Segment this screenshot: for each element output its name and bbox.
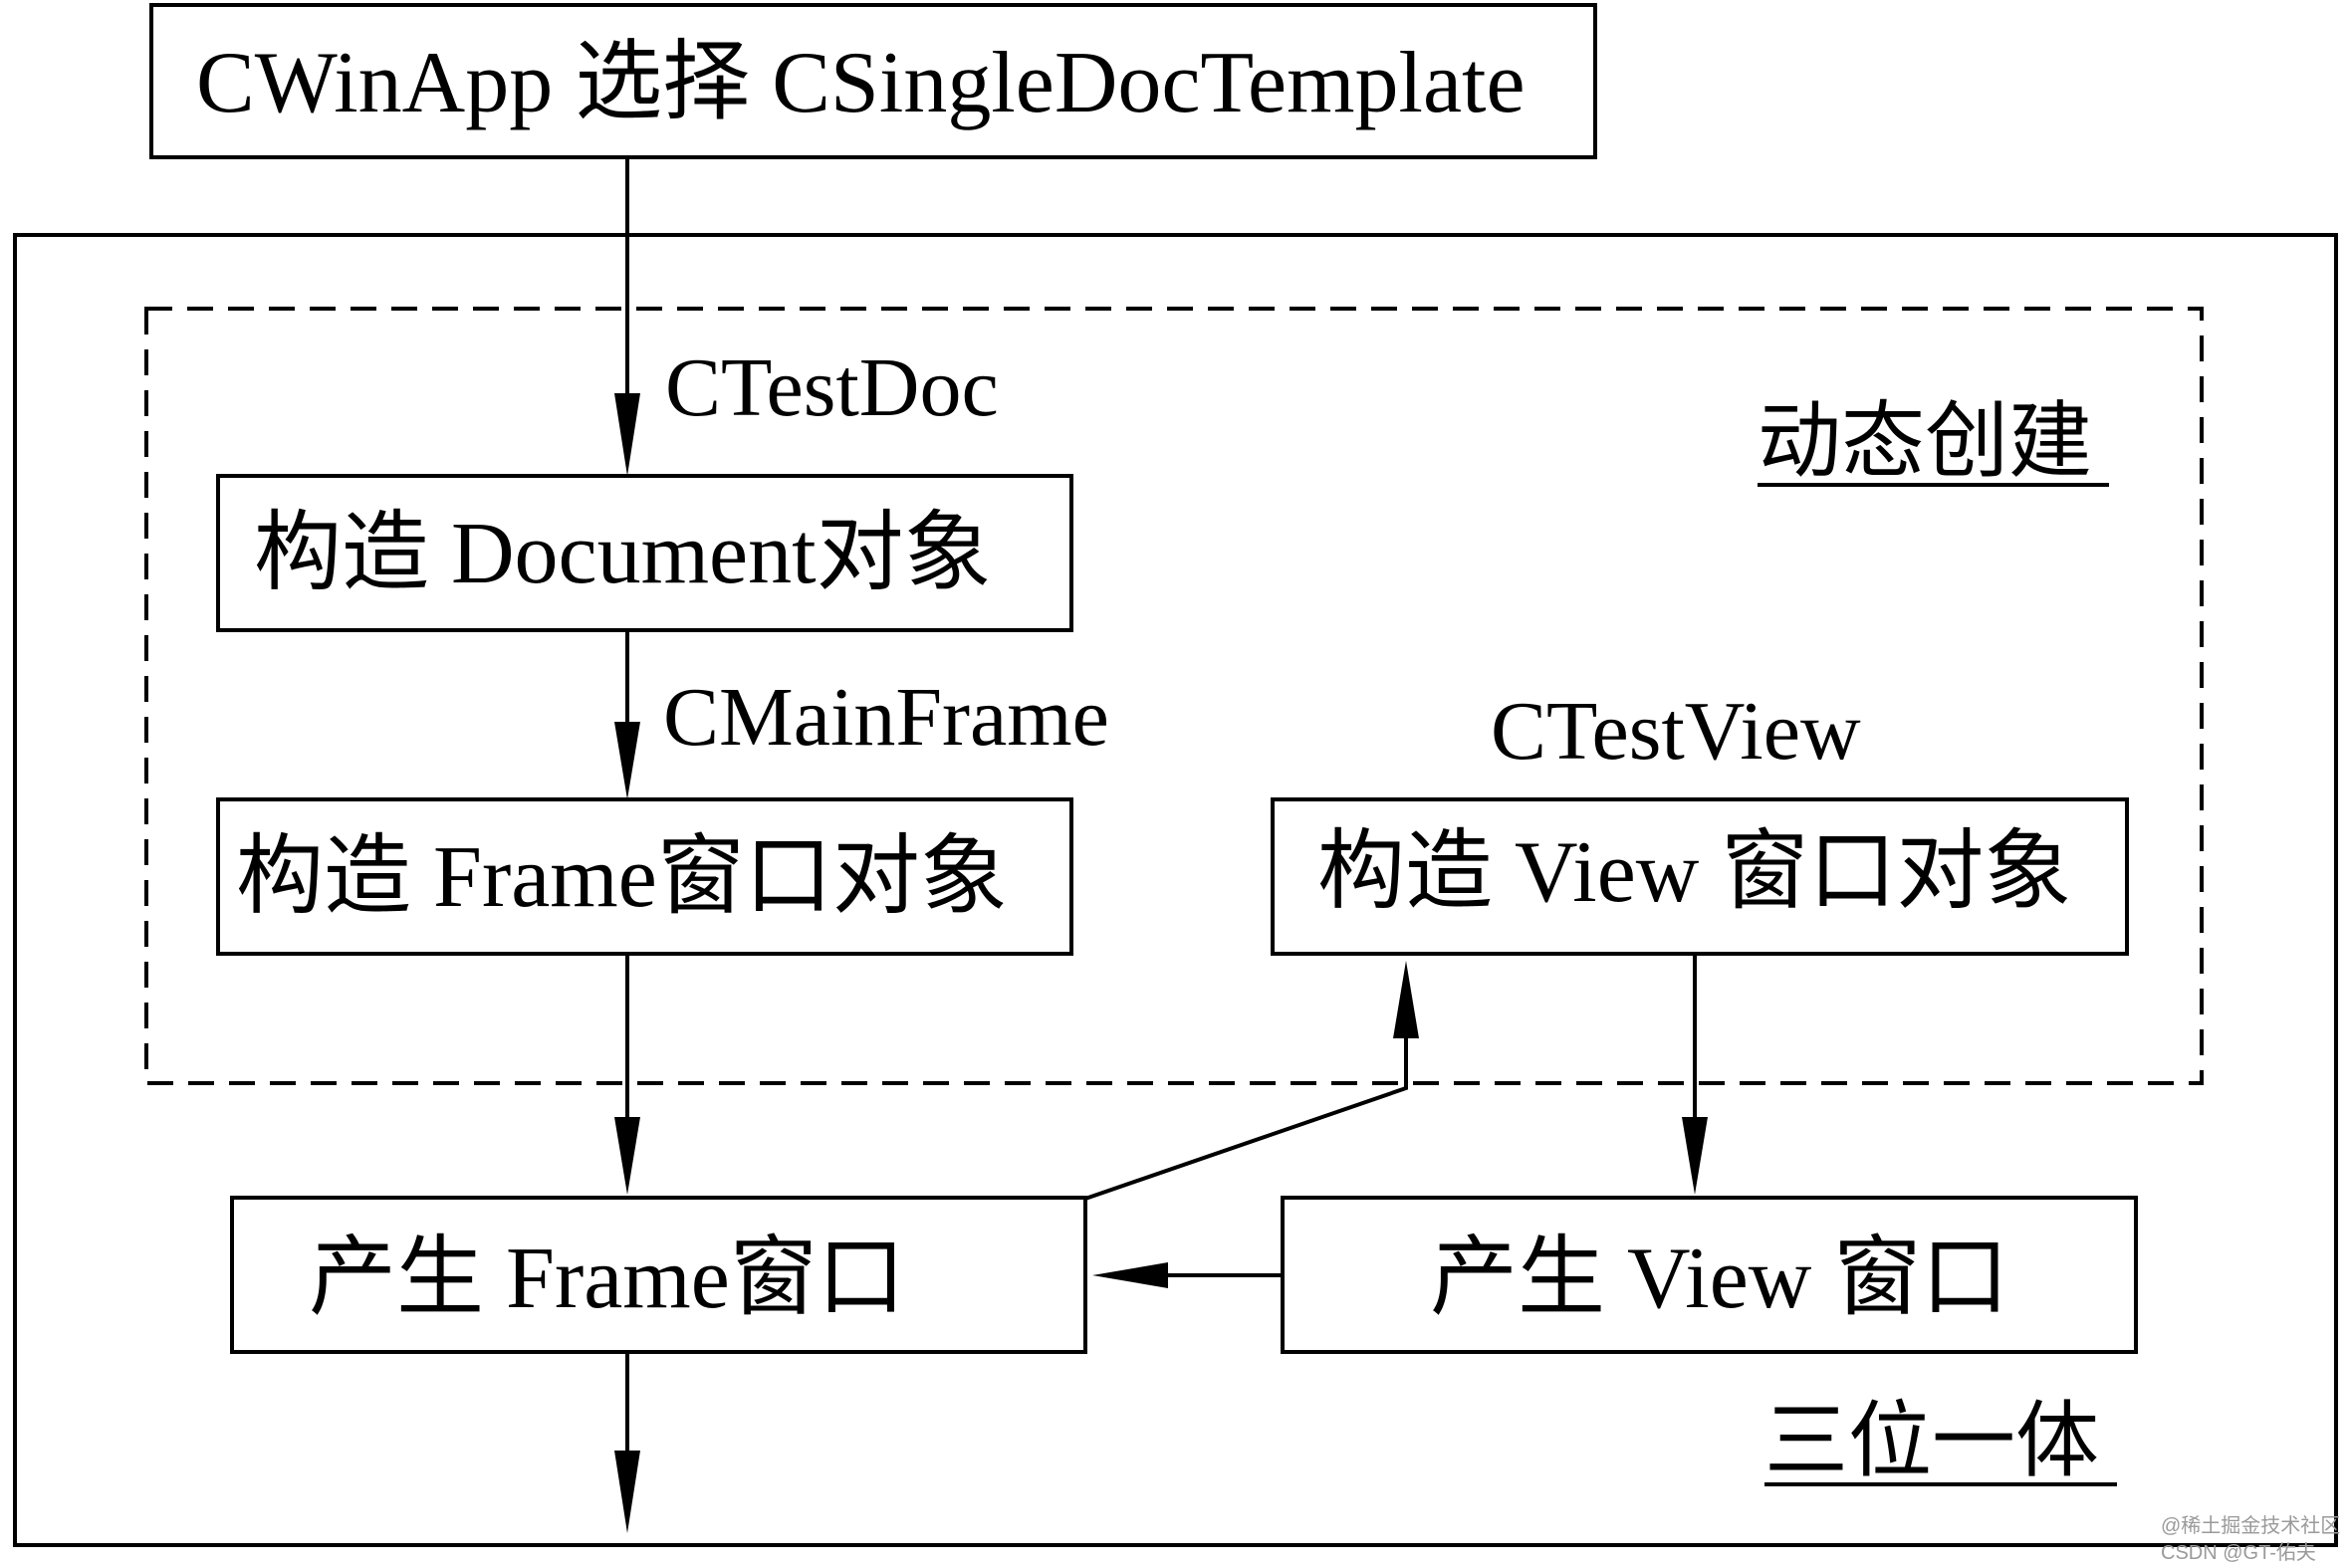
top-box bbox=[149, 3, 1597, 159]
arrowhead-document bbox=[614, 393, 640, 476]
trinity-label: 三位一体 bbox=[1764, 1396, 2099, 1488]
create-view-box bbox=[1281, 1196, 2138, 1354]
construct-frame-text: 构造 Frame窗口对象 bbox=[236, 829, 1008, 926]
watermark-line-1: @稀土掘金技术社区 bbox=[2161, 1514, 2340, 1537]
construct-view-text: 构造 View 窗口对象 bbox=[1317, 824, 2071, 921]
construct-document-box bbox=[216, 474, 1073, 632]
create-frame-box bbox=[230, 1196, 1087, 1354]
construct-frame-box bbox=[216, 797, 1073, 956]
top-box-text: CWinApp 选择 CSingleDocTemplate bbox=[196, 35, 1526, 131]
arrowhead-create-frame bbox=[614, 1117, 640, 1195]
create-view-text: 产生 View 窗口 bbox=[1430, 1231, 2008, 1327]
dynamic-creation-label: 动态创建 bbox=[1758, 396, 2092, 489]
arrowhead-left-create-frame bbox=[1092, 1262, 1168, 1288]
label-ctestview: CTestView bbox=[1491, 685, 1861, 778]
watermark-line-2: CSDN @GT-佑夫 bbox=[2161, 1541, 2316, 1564]
arrowhead-frame-object bbox=[614, 722, 640, 799]
construct-document-text: 构造 Document对象 bbox=[254, 506, 992, 602]
arrowhead-create-view bbox=[1682, 1117, 1708, 1195]
dynamic-creation-frame bbox=[144, 307, 2204, 1085]
edge-createframe-to-viewobject bbox=[1084, 1035, 1408, 1201]
construct-view-box bbox=[1271, 797, 2129, 956]
outer-trinity-frame bbox=[13, 233, 2338, 1547]
label-cmainframe: CMainFrame bbox=[663, 671, 1109, 764]
arrowhead-out bbox=[614, 1451, 640, 1533]
label-ctestdoc: CTestDoc bbox=[665, 341, 999, 434]
arrowhead-view-object bbox=[1393, 961, 1419, 1038]
create-frame-text: 产生 Frame窗口 bbox=[309, 1231, 905, 1327]
